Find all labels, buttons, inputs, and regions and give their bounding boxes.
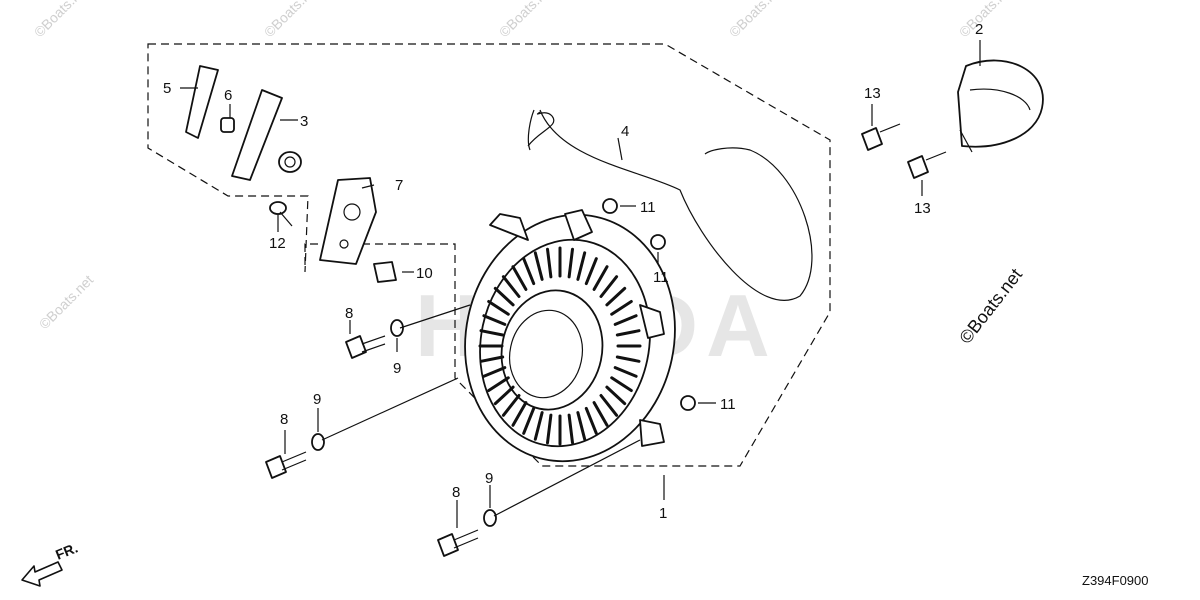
bolt-8c xyxy=(437,529,479,557)
nut-11b xyxy=(650,234,666,250)
case-rib xyxy=(584,257,598,286)
corner-watermark-1: ©Boats.net xyxy=(31,0,92,40)
case-ribs xyxy=(478,246,642,446)
bolt-13b xyxy=(907,151,947,179)
corner-watermark-2: ©Boats.net xyxy=(261,0,322,40)
case-rib xyxy=(615,355,641,363)
front-direction-arrow: FR. xyxy=(21,539,80,587)
washer-9b xyxy=(311,433,325,451)
case-rib xyxy=(613,314,638,326)
starter-cup xyxy=(957,59,1044,153)
case-rib xyxy=(511,265,528,291)
case-rib xyxy=(479,355,505,363)
case-rib xyxy=(613,366,638,378)
callout-13b: 13 xyxy=(914,200,931,217)
case-rib xyxy=(501,394,521,417)
case-rib xyxy=(592,401,609,427)
callout-2: 2 xyxy=(975,21,983,38)
corner-watermark-5: ©Boats.net xyxy=(956,0,1017,40)
case-rib xyxy=(592,265,609,291)
callout-6: 6 xyxy=(224,87,232,104)
case-rib xyxy=(482,366,507,378)
callout-8b: 8 xyxy=(280,411,288,428)
assembly-boundary xyxy=(147,43,831,467)
case-rib xyxy=(567,413,574,445)
case-rib xyxy=(501,275,521,298)
callout-9a: 9 xyxy=(393,360,401,377)
case-rib xyxy=(546,247,553,279)
case-rib xyxy=(511,401,528,427)
case-rib xyxy=(615,329,641,337)
case-rib xyxy=(605,286,627,307)
guide-plate xyxy=(319,177,377,265)
case-rib xyxy=(522,406,536,435)
case-rib xyxy=(533,251,544,281)
site-watermark: ©Boats.net xyxy=(955,265,1026,348)
starter-grip xyxy=(231,89,302,181)
grip-cover xyxy=(185,65,219,139)
case-rib xyxy=(487,376,510,392)
case-rib xyxy=(533,411,544,441)
bolt-8a xyxy=(345,335,386,359)
case-rib xyxy=(487,300,510,316)
case-rib xyxy=(482,314,507,326)
recoil-starter-case xyxy=(464,209,676,463)
callout-9c: 9 xyxy=(485,470,493,487)
callout-11b: 11 xyxy=(653,269,669,286)
case-rib xyxy=(567,247,574,279)
callout-7: 7 xyxy=(395,177,403,194)
starter-rope xyxy=(539,109,813,301)
screw-12 xyxy=(269,201,293,227)
direction-label: FR. xyxy=(53,539,80,562)
callout-1: 1 xyxy=(659,505,667,522)
callout-8c: 8 xyxy=(452,484,460,501)
case-rib xyxy=(522,257,536,286)
washer-9a xyxy=(390,319,404,337)
corner-watermark-3: ©Boats.net xyxy=(496,0,557,40)
callout-5: 5 xyxy=(163,80,171,97)
callout-12: 12 xyxy=(269,235,286,252)
grip-collar xyxy=(220,117,235,133)
bolt-13a xyxy=(861,123,901,151)
case-rib xyxy=(479,329,505,337)
case-rib xyxy=(605,385,627,406)
case-rib xyxy=(599,275,619,298)
case-rib xyxy=(576,251,587,281)
callout-3: 3 xyxy=(300,113,308,130)
case-rib xyxy=(546,413,553,445)
case-rib xyxy=(599,394,619,417)
case-rib xyxy=(576,411,587,441)
callout-8a: 8 xyxy=(345,305,353,322)
callout-9b: 9 xyxy=(313,391,321,408)
case-rib xyxy=(493,385,515,406)
diagram-code: Z394F0900 xyxy=(1082,573,1149,588)
callout-11c: 11 xyxy=(720,396,736,413)
callout-4: 4 xyxy=(621,123,629,140)
callouts: 1 2 3 4 5 6 7 8 8 8 9 9 9 10 11 11 11 12… xyxy=(163,21,983,522)
case-rib xyxy=(610,300,633,316)
callout-10: 10 xyxy=(416,265,433,282)
case-rib xyxy=(584,406,598,435)
case-rib xyxy=(610,376,633,392)
leader-lines xyxy=(180,40,981,528)
clip-10 xyxy=(373,261,397,283)
bolt-8b xyxy=(265,451,307,479)
nut-11a xyxy=(602,198,618,214)
callout-13a: 13 xyxy=(864,85,881,102)
case-rib xyxy=(493,286,515,307)
corner-watermark-6: ©Boats.net xyxy=(36,272,97,333)
washer-9c xyxy=(483,509,497,527)
nut-11c xyxy=(680,395,696,411)
callout-11a: 11 xyxy=(640,199,656,216)
corner-watermark-4: ©Boats.net xyxy=(726,0,787,40)
